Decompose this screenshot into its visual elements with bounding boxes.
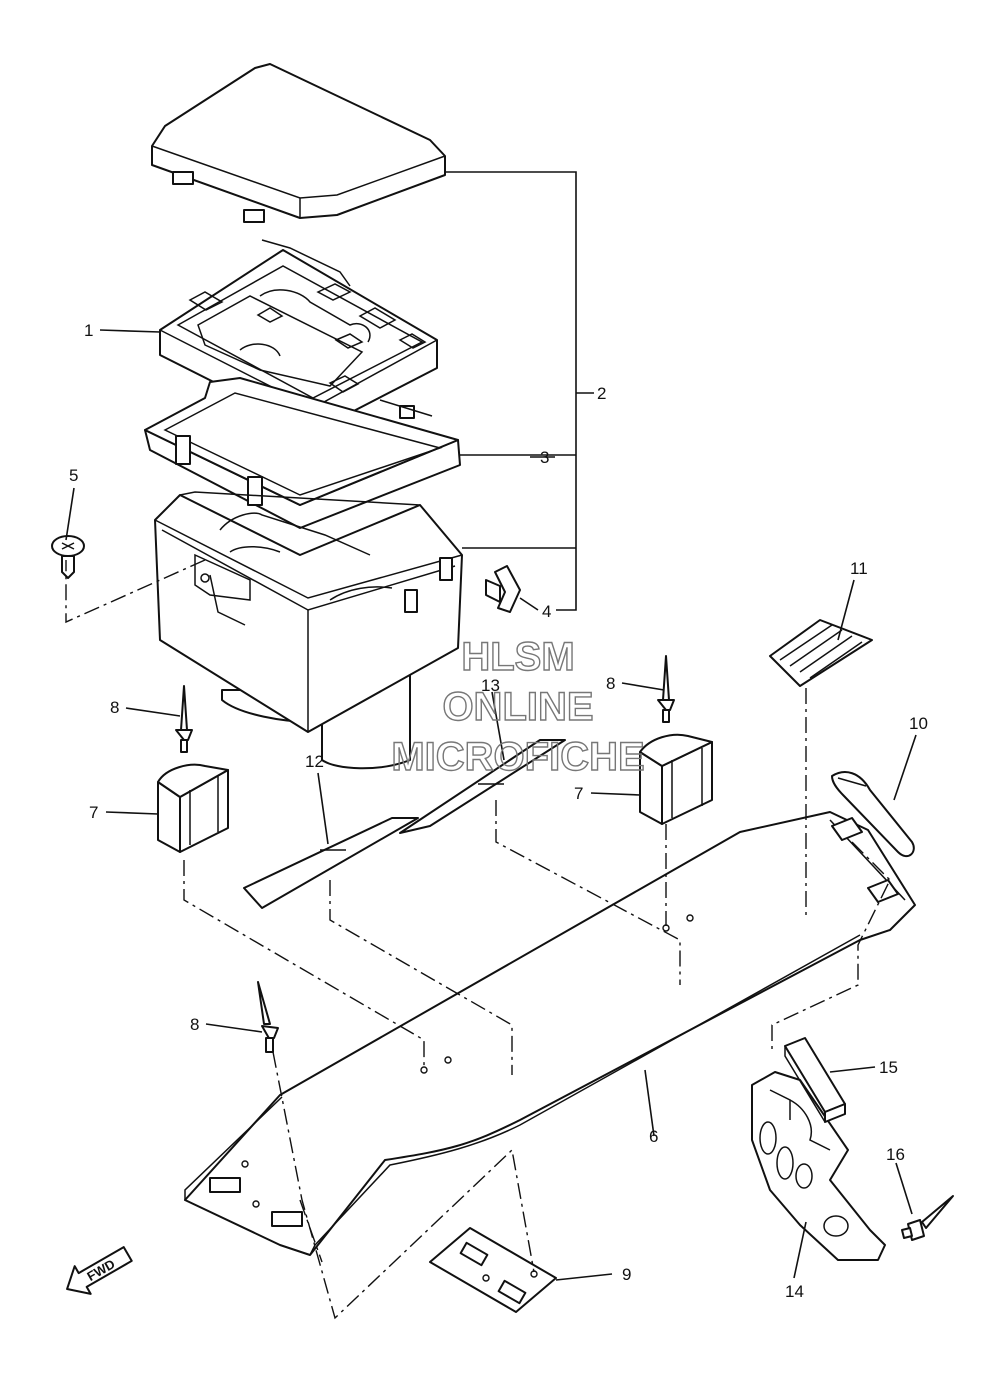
callout-16: 16: [886, 1145, 905, 1164]
callout-labels: 1 2 3 4 5 6 7 7 8 8 8 9 10 11 12 13 14 1…: [69, 321, 928, 1301]
rim-frame: [144, 377, 461, 529]
callout-14: 14: [785, 1282, 804, 1301]
callout-2: 2: [597, 384, 606, 403]
callout-8-lower: 8: [190, 1015, 199, 1034]
rivet-16: [901, 1195, 954, 1241]
callout-8-upper-left: 8: [110, 698, 119, 717]
callout-5: 5: [69, 466, 78, 485]
callout-7-right: 7: [574, 784, 583, 803]
callout-6: 6: [649, 1127, 658, 1146]
watermark: HLSM ONLINE MICROFICHE: [391, 634, 646, 779]
assembly-lines: [65, 559, 891, 1320]
callout-7-left: 7: [89, 803, 98, 822]
clip-left: [157, 763, 229, 853]
block-15: [784, 1037, 846, 1123]
storage-lid: [151, 63, 446, 223]
pad-12: [243, 817, 419, 909]
rivet-upper-right: [657, 655, 675, 723]
callout-10: 10: [909, 714, 928, 733]
callout-12: 12: [305, 752, 324, 771]
watermark-line3: MICROFICHE: [391, 735, 644, 779]
deck-plate: [184, 811, 916, 1256]
small-bracket: [485, 565, 521, 613]
callout-13: 13: [481, 676, 500, 695]
watermark-line1: HLSM: [461, 635, 574, 679]
callout-8-upper-right: 8: [606, 674, 615, 693]
rivet-lower: [257, 981, 279, 1053]
hose: [831, 771, 915, 858]
plate-9: [429, 1227, 557, 1313]
callout-9: 9: [622, 1265, 631, 1284]
watermark-line2: ONLINE: [442, 685, 593, 729]
storage-box: [154, 491, 463, 770]
screw: [51, 535, 85, 579]
callout-11: 11: [850, 559, 868, 578]
callout-3: 3: [540, 448, 549, 467]
callout-1: 1: [84, 321, 93, 340]
fwd-arrow: FWD: [66, 1246, 133, 1295]
callout-15: 15: [879, 1058, 898, 1077]
callout-4: 4: [542, 602, 551, 621]
clip-right: [639, 733, 713, 825]
leader-lines: [65, 171, 917, 1281]
pad-11: [769, 619, 873, 687]
rivet-upper-left: [175, 685, 193, 753]
pad-13: [399, 739, 566, 834]
